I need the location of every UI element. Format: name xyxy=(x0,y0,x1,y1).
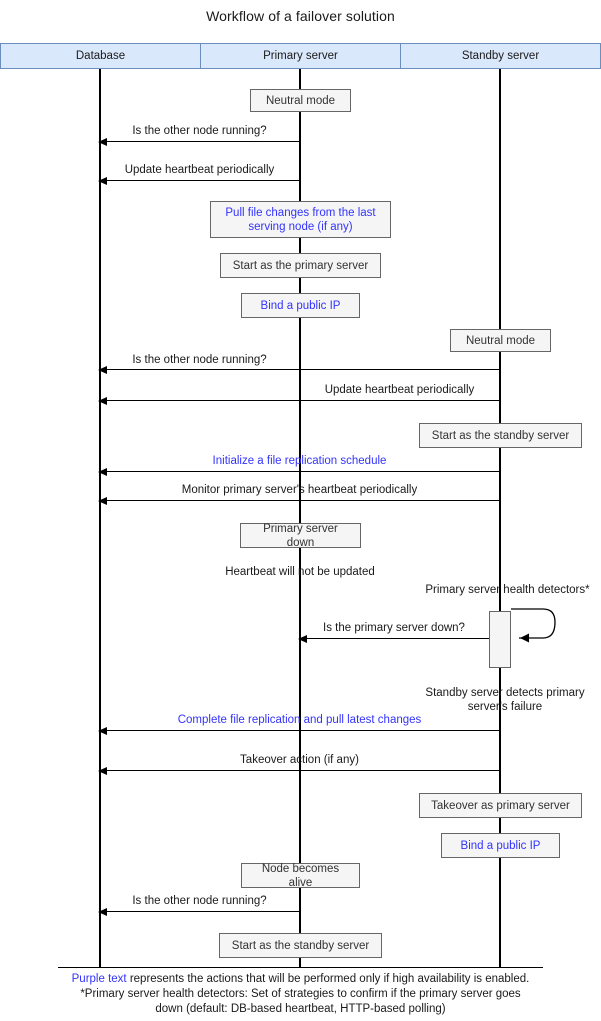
note-health-detectors: Primary server health detectors* xyxy=(425,584,590,596)
message-label-is-other-node-running-2: Is the other node running? xyxy=(132,354,267,366)
message-update-heartbeat-2[interactable] xyxy=(98,396,500,405)
footer-line-1: Purple text represents the actions that … xyxy=(0,972,601,987)
message-label-update-heartbeat-1: Update heartbeat periodically xyxy=(124,164,275,176)
box-neutral-mode-standby[interactable]: Neutral mode xyxy=(450,329,551,352)
box-bind-public-ip-primary[interactable]: Bind a public IP xyxy=(241,293,360,318)
message-label-update-heartbeat-2: Update heartbeat periodically xyxy=(324,384,475,396)
arrowhead-icon xyxy=(98,365,107,374)
footer-line-1-rest: represents the actions that will be perf… xyxy=(126,973,530,985)
message-is-other-node-running-2[interactable] xyxy=(98,365,500,374)
arrowhead-icon xyxy=(98,726,107,735)
message-label-is-other-node-running-3: Is the other node running? xyxy=(132,895,267,907)
message-label-monitor-heartbeat: Monitor primary server's heartbeat perio… xyxy=(181,484,418,496)
message-monitor-heartbeat[interactable] xyxy=(98,496,500,505)
box-node-becomes-alive[interactable]: Node becomes alive xyxy=(241,863,360,889)
lifeline-primary-server xyxy=(299,69,301,967)
actor-header-standby-server[interactable]: Standby server xyxy=(400,43,601,69)
message-update-heartbeat-1[interactable] xyxy=(98,176,300,185)
message-label-is-other-node-running-1: Is the other node running? xyxy=(132,125,267,137)
message-is-other-node-running-3[interactable] xyxy=(98,907,300,916)
arrowhead-icon xyxy=(98,137,107,146)
footer-highlight-term: Purple text xyxy=(71,973,127,985)
activation-bar-standby xyxy=(489,611,511,668)
box-bind-public-ip-standby[interactable]: Bind a public IP xyxy=(441,833,560,858)
message-takeover-action[interactable] xyxy=(98,766,500,775)
actor-header-band: Database Primary server Standby server xyxy=(0,43,601,69)
arrowhead-icon xyxy=(98,176,107,185)
lifeline-standby-server xyxy=(499,69,501,967)
box-takeover-as-primary[interactable]: Takeover as primary server xyxy=(419,793,582,818)
message-label-complete-file-replication: Complete file replication and pull lates… xyxy=(177,714,422,726)
box-neutral-mode-primary[interactable]: Neutral mode xyxy=(250,89,351,112)
message-is-other-node-running-1[interactable] xyxy=(98,137,300,146)
message-label-is-primary-server-down: Is the primary server down? xyxy=(323,622,465,634)
note-heartbeat-not-updated: Heartbeat will not be updated xyxy=(225,566,375,578)
box-start-as-primary-server[interactable]: Start as the primary server xyxy=(220,253,381,278)
message-is-primary-server-down[interactable] xyxy=(298,634,489,643)
actor-header-primary-server[interactable]: Primary server xyxy=(200,43,401,69)
arrowhead-icon xyxy=(98,766,107,775)
message-initialize-replication[interactable] xyxy=(98,467,500,476)
bottom-divider xyxy=(58,967,543,968)
page-title: Workflow of a failover solution xyxy=(206,8,395,24)
box-start-as-standby-server-2[interactable]: Start as the standby server xyxy=(219,933,382,958)
arrowhead-icon xyxy=(98,467,107,476)
footer-line-3: down (default: DB-based heartbeat, HTTP-… xyxy=(155,1003,446,1015)
arrowhead-icon xyxy=(298,634,307,643)
actor-header-database[interactable]: Database xyxy=(0,43,201,69)
lifeline-database xyxy=(99,69,101,967)
footer-line-2: *Primary server health detectors: Set of… xyxy=(80,988,521,1000)
message-label-initialize-replication: Initialize a file replication schedule xyxy=(212,455,387,467)
note-standby-detects-failure: Standby server detects primary server's … xyxy=(425,687,585,713)
arrowhead-icon xyxy=(98,496,107,505)
footer-note: Purple text represents the actions that … xyxy=(0,972,601,1017)
arrowhead-icon xyxy=(98,396,107,405)
message-label-takeover-action: Takeover action (if any) xyxy=(240,754,359,766)
self-message-loop-icon xyxy=(511,608,556,643)
message-complete-file-replication[interactable] xyxy=(98,726,500,735)
box-pull-file-changes[interactable]: Pull file changes from the last serving … xyxy=(210,201,391,238)
box-primary-server-down[interactable]: Primary server down xyxy=(240,523,361,549)
arrowhead-icon xyxy=(98,907,107,916)
box-start-as-standby-server[interactable]: Start as the standby server xyxy=(419,423,582,448)
